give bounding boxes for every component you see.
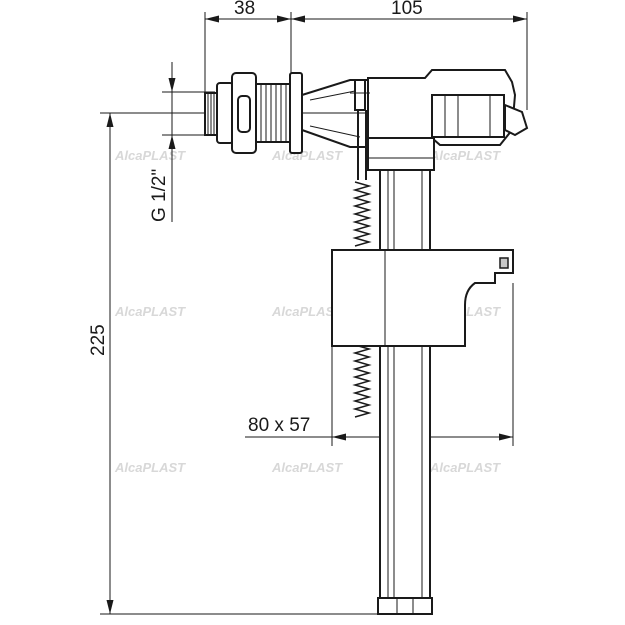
threaded-shank bbox=[255, 83, 291, 143]
spring-upper bbox=[352, 181, 372, 247]
dimension-105-label: 105 bbox=[391, 0, 423, 19]
dimension-top: 38 105 bbox=[204, 0, 528, 110]
float-rod bbox=[352, 110, 372, 418]
flange bbox=[289, 72, 303, 154]
riser-tube bbox=[377, 169, 433, 615]
float-clip bbox=[499, 257, 509, 269]
spring-lower bbox=[352, 344, 372, 418]
valve-cap bbox=[431, 94, 505, 138]
dimension-38-label: 38 bbox=[234, 0, 255, 19]
watermark-text: AlcaPLAST bbox=[271, 304, 343, 319]
watermark-text: AlcaPLAST bbox=[114, 148, 186, 163]
outlet-nozzle bbox=[504, 103, 529, 137]
dimension-height: 225 bbox=[88, 112, 380, 615]
height-225-label: 225 bbox=[88, 324, 109, 356]
watermark-text: AlcaPLAST bbox=[271, 460, 343, 475]
float-size-label: 80 x 57 bbox=[248, 415, 310, 436]
dimension-thread: G 1/2" bbox=[149, 62, 215, 222]
float-body bbox=[331, 249, 514, 347]
watermark-text: AlcaPLAST bbox=[114, 460, 186, 475]
watermark-text: AlcaPLAST bbox=[114, 304, 186, 319]
watermark-text: AlcaPLAST bbox=[429, 460, 501, 475]
stem-collar bbox=[367, 137, 435, 171]
thread-label: G 1/2" bbox=[149, 169, 170, 222]
dimension-float: 80 x 57 bbox=[245, 283, 514, 446]
valve-body bbox=[178, 69, 529, 171]
adjusting-screw bbox=[354, 79, 366, 111]
tube-foot bbox=[377, 597, 433, 615]
watermark-text: AlcaPLAST bbox=[429, 148, 501, 163]
watermark-group: AlcaPLAST AlcaPLAST AlcaPLAST AlcaPLAST … bbox=[114, 148, 501, 475]
washer bbox=[216, 82, 234, 144]
float bbox=[331, 249, 514, 347]
watermark-text: AlcaPLAST bbox=[271, 148, 343, 163]
